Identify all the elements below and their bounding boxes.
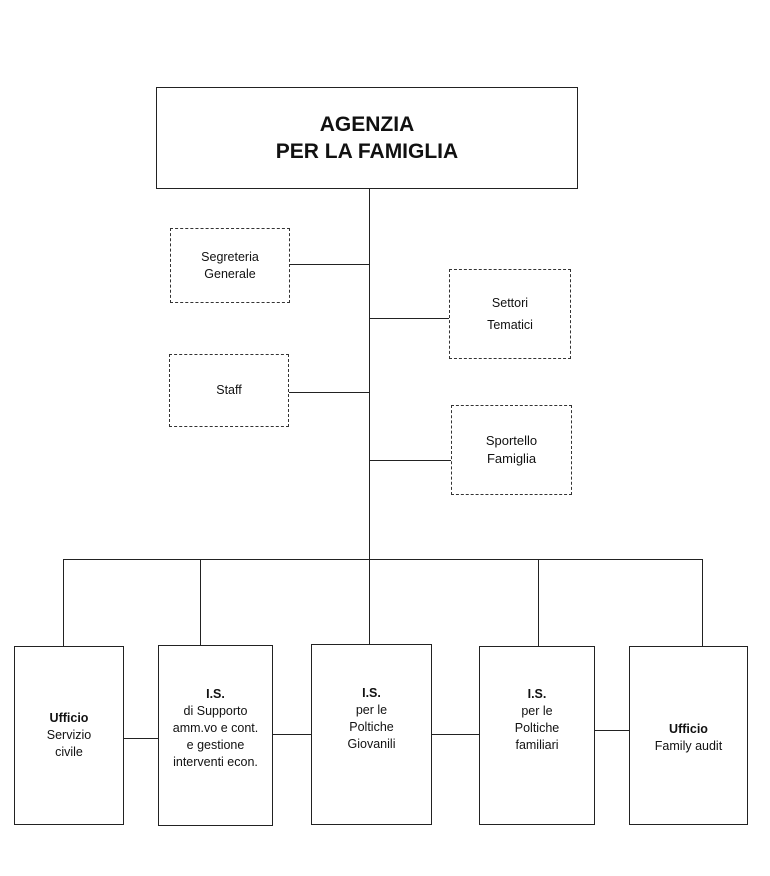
settori-line1: Settori <box>491 295 529 310</box>
box-settori-tematici: Settori Tematici <box>449 269 571 359</box>
box-staff: Staff <box>169 354 289 427</box>
root-box-agenzia: AGENZIA PER LA FAMIGLIA <box>156 87 578 189</box>
unit-2-title: I.S. <box>206 687 225 701</box>
box-ufficio-servizio-civile: Ufficio Servizio civile <box>14 646 124 825</box>
unit-1-line1: Servizio <box>46 728 92 743</box>
unit-4-line3: familiari <box>515 737 559 752</box>
root-title-line2: PER LA FAMIGLIA <box>275 140 459 163</box>
box-is-politiche-giovanili: I.S. per le Poltiche Giovanili <box>311 644 432 825</box>
unit-5-line1: Family audit <box>654 738 723 753</box>
segreteria-line2: Generale <box>204 266 256 281</box>
unit-3-line3: Giovanili <box>347 736 396 751</box>
box-is-politiche-familiari: I.S. per le Poltiche familiari <box>479 646 595 825</box>
unit-2-line1: di Supporto <box>183 703 248 718</box>
box-is-supporto: I.S. di Supporto amm.vo e cont. e gestio… <box>158 645 273 826</box>
unit-4-title: I.S. <box>527 687 547 701</box>
settori-line2: Tematici <box>487 318 533 332</box>
box-sportello-famiglia: Sportello Famiglia <box>451 405 572 495</box>
segreteria-line1: Segreteria <box>201 249 259 264</box>
box-segreteria-generale: Segreteria Generale <box>170 228 290 303</box>
unit-2-line4: interventi econ. <box>173 754 258 769</box>
unit-4-line2: Poltiche <box>514 720 560 735</box>
unit-2-line3: e gestione <box>186 737 245 752</box>
unit-2-line2: amm.vo e cont. <box>172 720 259 735</box>
staff-line1: Staff <box>216 383 242 398</box>
unit-3-title: I.S. <box>362 686 381 700</box>
unit-5-title: Ufficio <box>669 722 708 736</box>
sportello-line1: Sportello <box>485 433 538 449</box>
unit-1-title: Ufficio <box>49 711 89 726</box>
unit-4-line1: per le <box>521 703 553 718</box>
unit-3-line2: Poltiche <box>349 719 394 734</box>
unit-1-line2: civile <box>55 744 83 759</box>
root-title-line1: AGENZIA <box>319 112 415 136</box>
unit-3-line1: per le <box>355 702 388 717</box>
box-ufficio-family-audit: Ufficio Family audit <box>629 646 748 825</box>
sportello-line2: Famiglia <box>486 451 537 466</box>
